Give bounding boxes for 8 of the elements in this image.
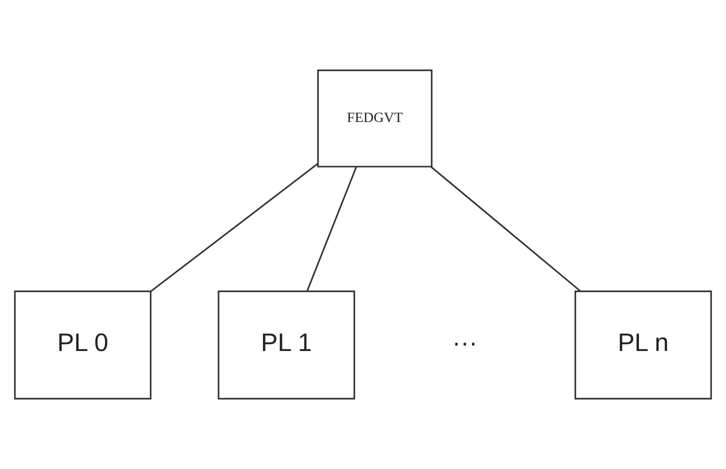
node-box: FEDGVT	[317, 70, 432, 168]
node-box: PL 1	[218, 290, 356, 400]
label: ···	[452, 329, 478, 358]
connector	[306, 166, 358, 292]
connector	[430, 166, 581, 292]
node-box: PL 0	[14, 290, 152, 400]
connector	[150, 163, 318, 292]
node-box: PL n	[574, 290, 712, 400]
